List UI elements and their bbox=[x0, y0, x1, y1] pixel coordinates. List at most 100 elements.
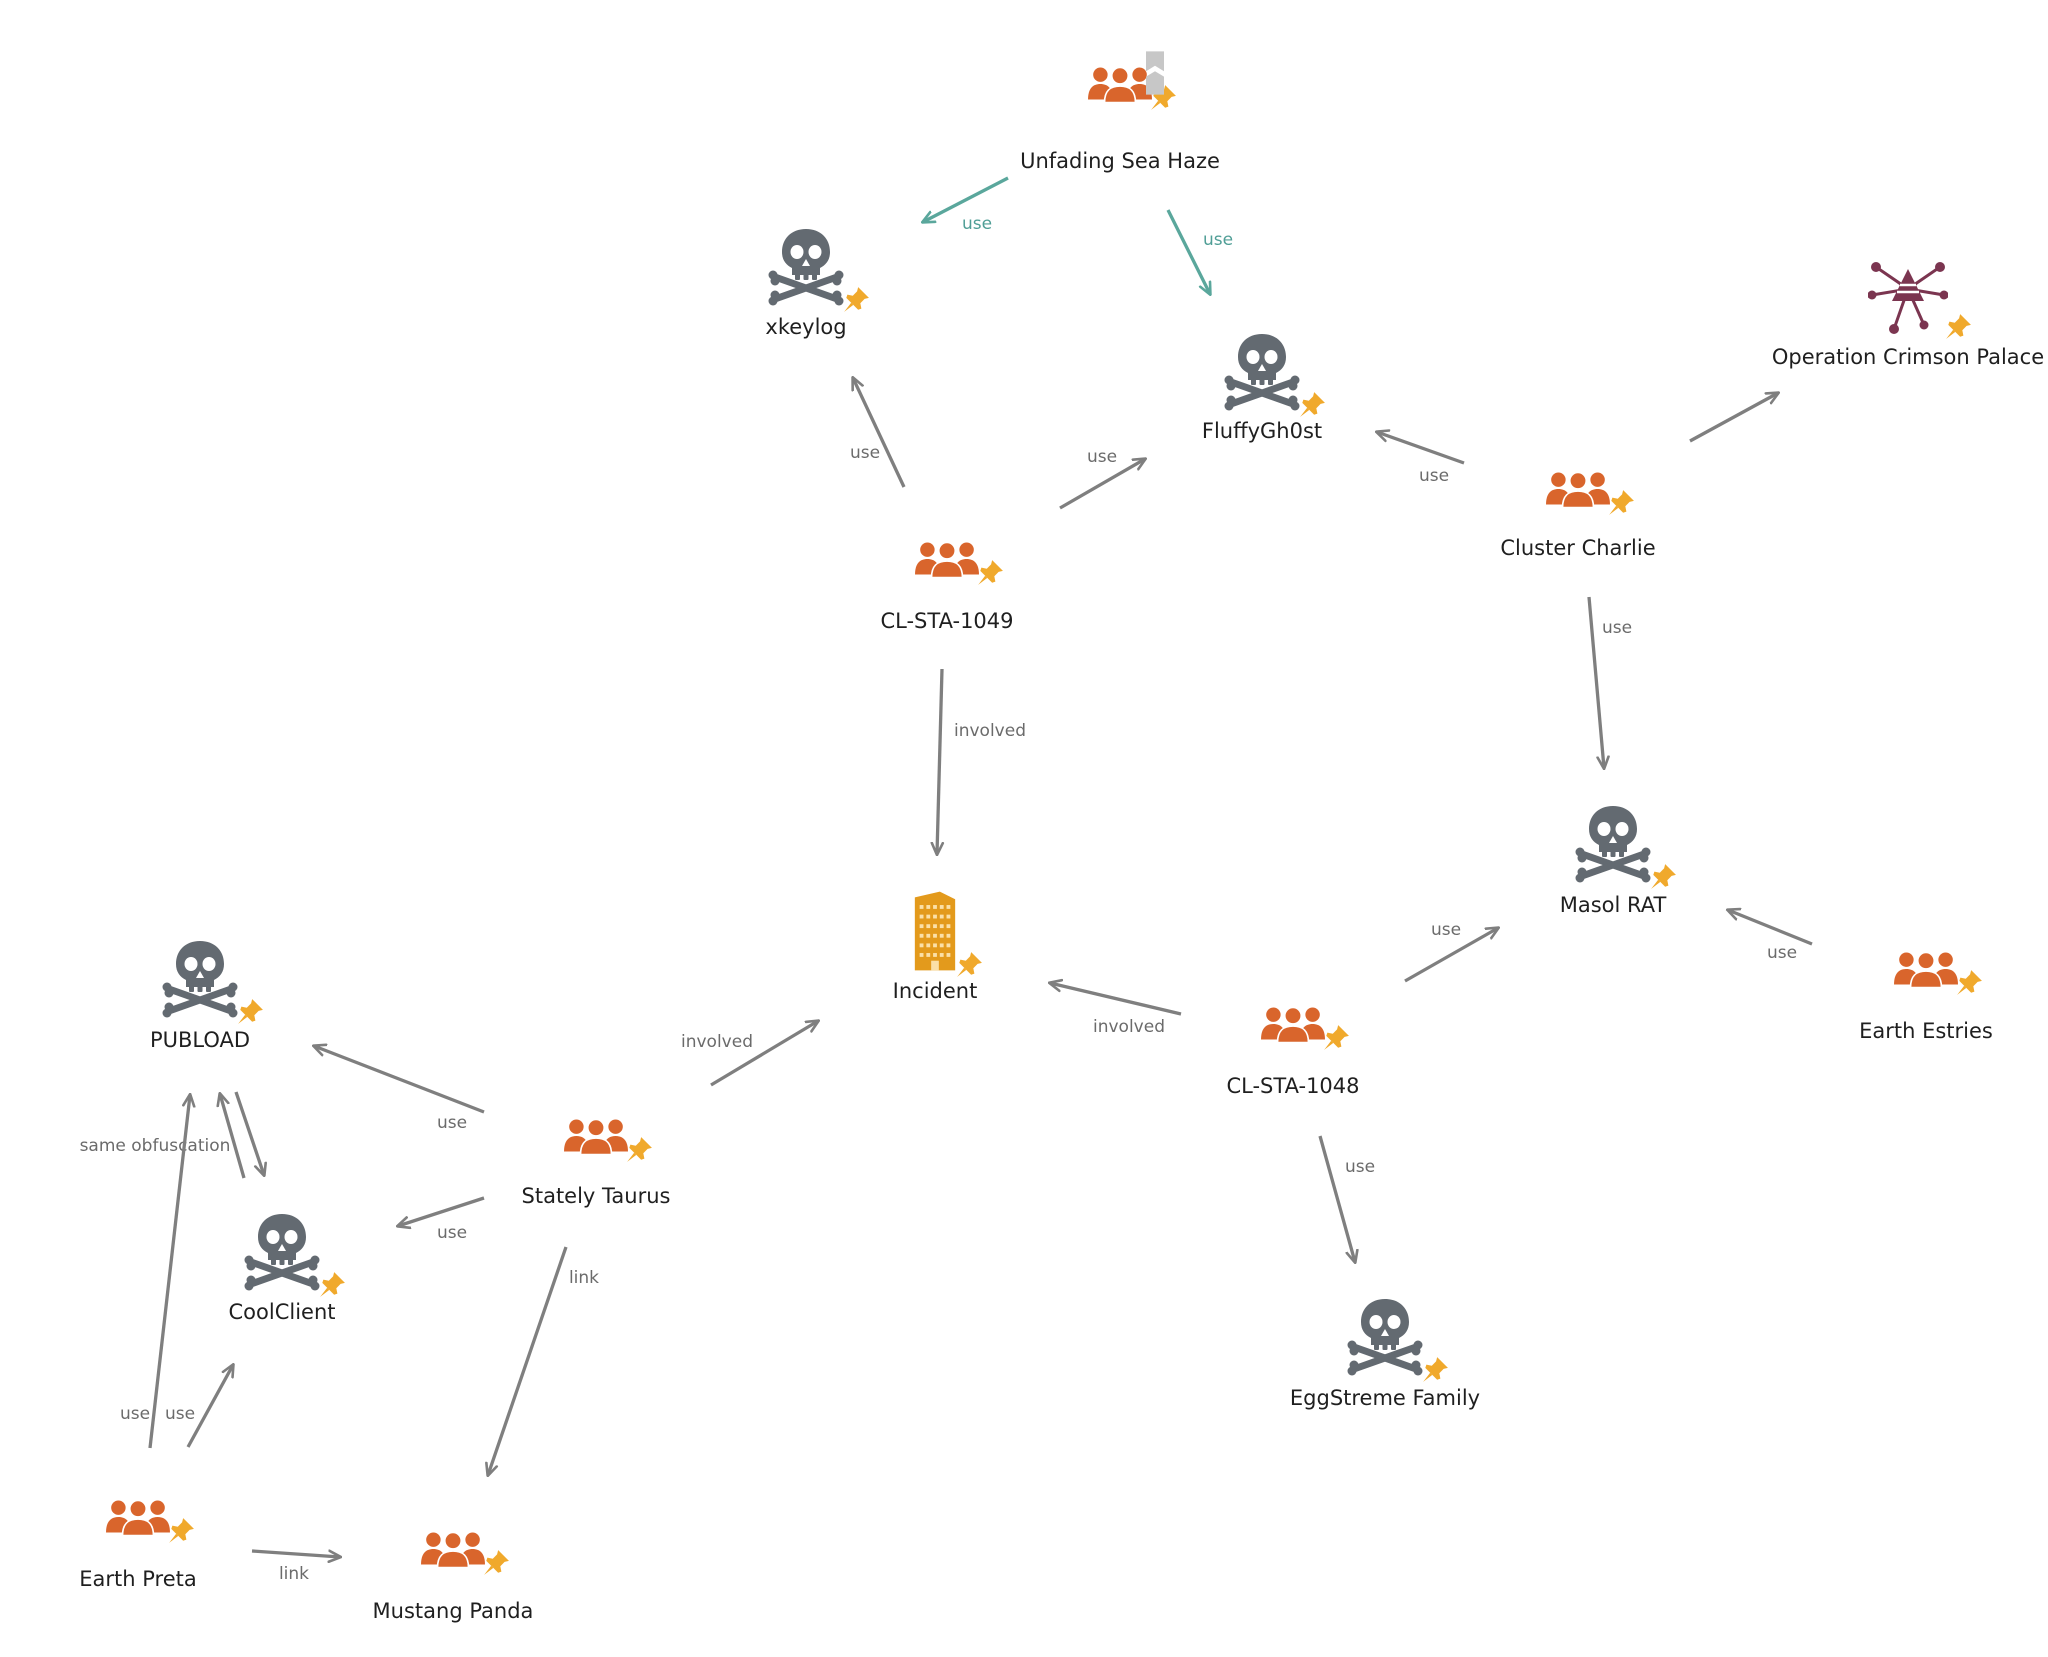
pin-icon bbox=[1651, 864, 1676, 889]
edge-stately-incident[interactable]: involved bbox=[681, 1021, 818, 1087]
edge-line[interactable] bbox=[1689, 393, 1778, 443]
pin-icon bbox=[978, 560, 1003, 585]
node-xkeylog[interactable]: xkeylog bbox=[765, 229, 869, 339]
edge-label: use bbox=[437, 1223, 467, 1243]
edge-line[interactable] bbox=[186, 1365, 233, 1448]
node-cl1049[interactable]: CL-STA-1049 bbox=[880, 541, 1014, 633]
pin-icon bbox=[957, 952, 982, 977]
pin-icon bbox=[1946, 314, 1971, 339]
building-icon bbox=[914, 891, 956, 971]
edge-line[interactable] bbox=[1059, 459, 1145, 510]
edge-label: involved bbox=[681, 1032, 753, 1052]
node-pubload[interactable]: PUBLOAD bbox=[150, 941, 263, 1052]
edge-line[interactable] bbox=[314, 1046, 485, 1114]
node-charlie[interactable]: Cluster Charlie bbox=[1500, 471, 1656, 560]
edge-pubload-coolclient[interactable] bbox=[234, 1091, 264, 1175]
edge-cl1048-eggstreme[interactable]: use bbox=[1318, 1135, 1375, 1262]
pin-icon bbox=[484, 1550, 509, 1575]
node-incident[interactable]: Incident bbox=[893, 891, 982, 1003]
edge-label: same obfuscation bbox=[80, 1136, 231, 1156]
edge-preta-pubload[interactable]: use bbox=[120, 1095, 190, 1449]
edge-unfading-xkeylog[interactable]: use bbox=[923, 176, 1009, 234]
skull-icon bbox=[245, 1214, 320, 1291]
group-icon bbox=[105, 1499, 171, 1537]
group-icon bbox=[1545, 471, 1611, 509]
edge-line[interactable] bbox=[853, 378, 906, 488]
pin-icon bbox=[1324, 1025, 1349, 1050]
edge-line[interactable] bbox=[1318, 1135, 1355, 1262]
edge-stately-mustang[interactable]: link bbox=[488, 1246, 599, 1475]
edge-charlie-masol[interactable]: use bbox=[1587, 596, 1632, 768]
edge-label: use bbox=[1203, 230, 1233, 250]
edge-label: use bbox=[120, 1404, 150, 1424]
edge-line[interactable] bbox=[398, 1196, 485, 1226]
edge-line[interactable] bbox=[923, 176, 1009, 222]
group-icon bbox=[563, 1118, 629, 1156]
node-cl1048[interactable]: CL-STA-1048 bbox=[1226, 1006, 1360, 1098]
edge-coolclient-pubload[interactable]: same obfuscation bbox=[80, 1094, 246, 1179]
edge-line[interactable] bbox=[488, 1246, 568, 1475]
node-stately[interactable]: Stately Taurus bbox=[522, 1118, 671, 1208]
edge-line[interactable] bbox=[1050, 983, 1182, 1016]
edge-estries-masol[interactable]: use bbox=[1728, 910, 1813, 963]
skull-icon bbox=[1576, 806, 1651, 883]
edge-unfading-fluffy[interactable]: use bbox=[1166, 209, 1233, 294]
pin-icon bbox=[1300, 392, 1325, 417]
edge-preta-mustang[interactable]: link bbox=[251, 1549, 340, 1584]
edge-label: use bbox=[165, 1404, 195, 1424]
edge-line[interactable] bbox=[1166, 209, 1210, 294]
edge-cl1049-xkeylog[interactable]: use bbox=[850, 378, 906, 488]
edge-line[interactable] bbox=[1728, 910, 1813, 946]
node-eggstreme[interactable]: EggStreme Family bbox=[1290, 1299, 1480, 1410]
pin-icon bbox=[627, 1137, 652, 1162]
node-mustang[interactable]: Mustang Panda bbox=[373, 1531, 534, 1623]
node-label: Masol RAT bbox=[1560, 893, 1667, 917]
edge-charlie-fluffy[interactable]: use bbox=[1377, 432, 1465, 486]
pin-icon bbox=[1423, 1357, 1448, 1382]
node-masol[interactable]: Masol RAT bbox=[1560, 806, 1676, 917]
edge-preta-coolclient[interactable]: use bbox=[165, 1365, 233, 1448]
group-icon bbox=[1260, 1006, 1326, 1044]
edge-line[interactable] bbox=[220, 1094, 246, 1179]
edge-label: involved bbox=[954, 721, 1026, 741]
campaign-icon bbox=[1868, 260, 1948, 335]
edge-label: use bbox=[1419, 466, 1449, 486]
node-crimson[interactable]: Operation Crimson Palace bbox=[1772, 260, 2044, 369]
edge-label: use bbox=[437, 1113, 467, 1133]
pin-icon bbox=[238, 999, 263, 1024]
edge-stately-pubload[interactable]: use bbox=[314, 1046, 485, 1133]
edge-line[interactable] bbox=[710, 1021, 818, 1087]
edge-label: use bbox=[1767, 943, 1797, 963]
skull-icon bbox=[769, 229, 844, 306]
node-label: xkeylog bbox=[765, 315, 846, 339]
edge-line[interactable] bbox=[234, 1091, 264, 1175]
edge-charlie-crimson[interactable] bbox=[1689, 393, 1778, 443]
edge-stately-coolclient[interactable]: use bbox=[398, 1196, 485, 1243]
edge-line[interactable] bbox=[1377, 432, 1465, 465]
edge-label: use bbox=[1345, 1157, 1375, 1177]
node-estries[interactable]: Earth Estries bbox=[1859, 951, 1993, 1043]
node-fluffy[interactable]: FluffyGh0st bbox=[1202, 334, 1325, 443]
edge-cl1048-incident[interactable]: involved bbox=[1050, 983, 1182, 1037]
edge-line[interactable] bbox=[1587, 596, 1604, 768]
edge-cl1049-incident[interactable]: involved bbox=[937, 668, 1026, 854]
node-label: Stately Taurus bbox=[522, 1184, 671, 1208]
edge-line[interactable] bbox=[251, 1549, 340, 1557]
node-coolclient[interactable]: CoolClient bbox=[229, 1214, 345, 1324]
group-icon bbox=[420, 1531, 486, 1569]
node-preta[interactable]: Earth Preta bbox=[79, 1499, 197, 1591]
edge-label: use bbox=[850, 443, 880, 463]
edge-line[interactable] bbox=[1404, 928, 1498, 983]
edge-line[interactable] bbox=[937, 668, 942, 854]
edge-label: use bbox=[1087, 447, 1117, 467]
node-label: Incident bbox=[893, 979, 978, 1003]
edge-label: use bbox=[962, 214, 992, 234]
pin-icon bbox=[1957, 970, 1982, 995]
edge-label: link bbox=[279, 1564, 309, 1584]
edge-cl1049-fluffy[interactable]: use bbox=[1059, 447, 1145, 510]
edge-cl1048-masol[interactable]: use bbox=[1404, 920, 1498, 983]
node-unfading[interactable]: Unfading Sea Haze bbox=[1020, 51, 1220, 173]
edge-line[interactable] bbox=[148, 1095, 190, 1449]
